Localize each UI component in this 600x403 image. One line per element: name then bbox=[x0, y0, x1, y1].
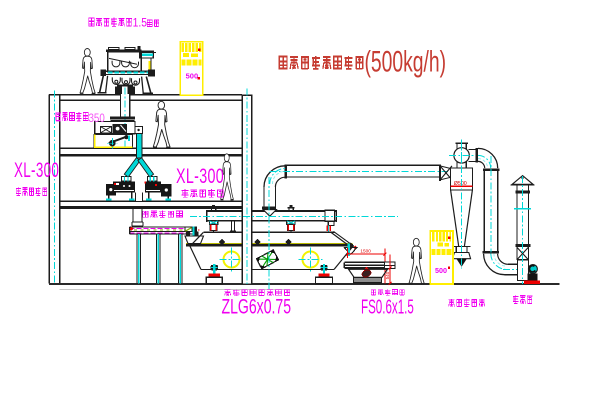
svg-text:XL-300: XL-300 bbox=[176, 164, 224, 187]
svg-text:1.5: 1.5 bbox=[133, 17, 147, 30]
svg-text:500: 500 bbox=[435, 266, 447, 275]
svg-text:Ø500: Ø500 bbox=[454, 181, 467, 187]
svg-text:FS0.6x1.5: FS0.6x1.5 bbox=[361, 296, 414, 318]
svg-text:XL-300: XL-300 bbox=[14, 158, 59, 182]
svg-text:500: 500 bbox=[186, 72, 199, 81]
svg-text:(500kg/h): (500kg/h) bbox=[365, 45, 447, 78]
svg-text:540: 540 bbox=[385, 271, 390, 279]
svg-text:ZLG6x0.75: ZLG6x0.75 bbox=[222, 295, 292, 318]
svg-text:1500: 1500 bbox=[360, 249, 371, 254]
svg-text:350: 350 bbox=[89, 112, 105, 125]
